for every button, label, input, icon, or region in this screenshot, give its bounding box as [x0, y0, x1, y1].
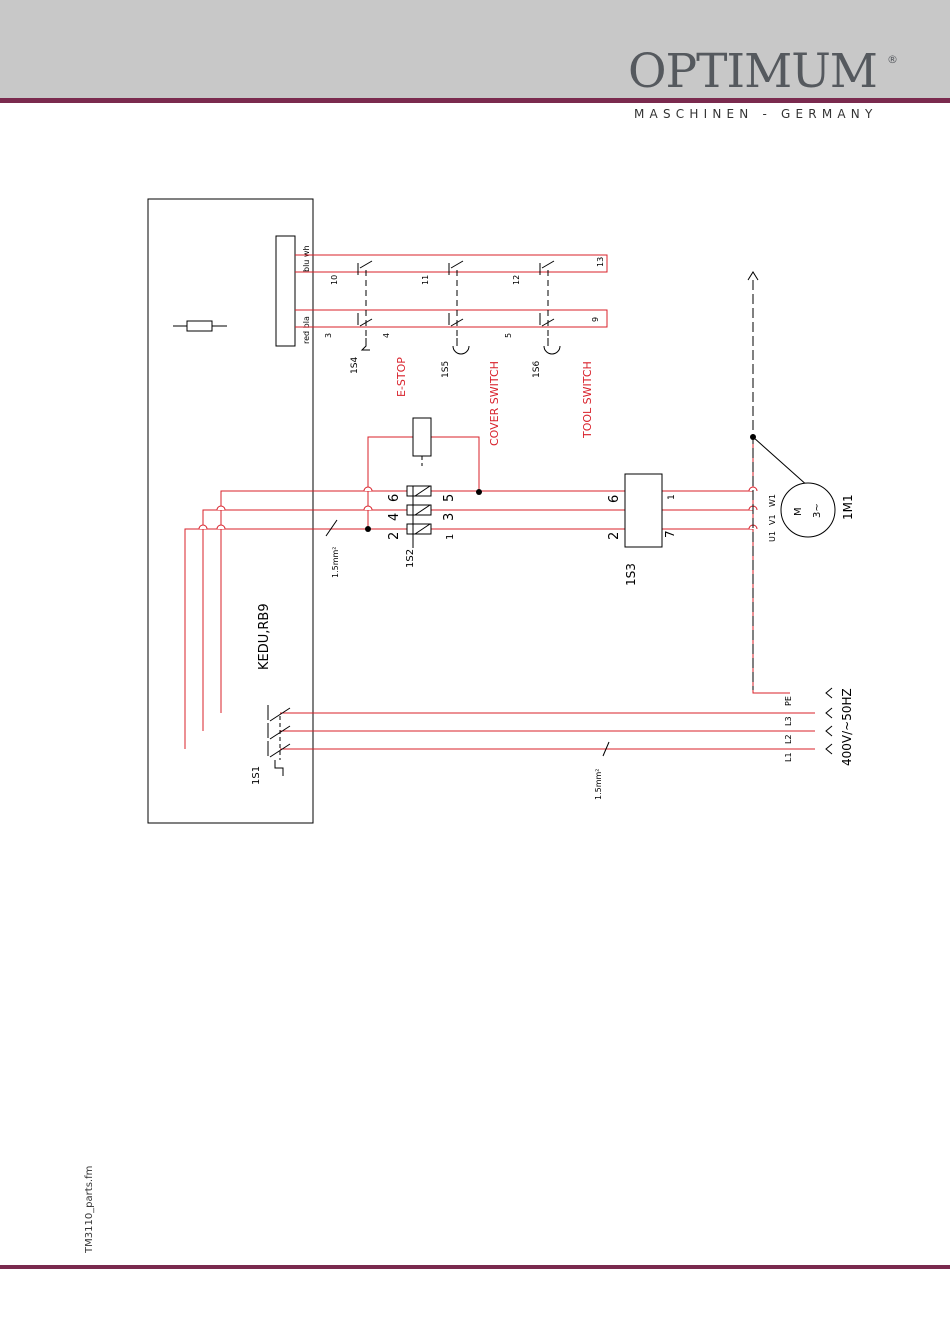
- s2-contact-6: 6: [387, 494, 402, 502]
- wire-gauge-tick: [326, 520, 337, 536]
- supply-l2: L2: [784, 734, 793, 744]
- terminal-4: 4: [382, 333, 391, 338]
- switch-id-1s1: 1S1: [251, 766, 262, 785]
- s2-contact-2: 2: [387, 532, 402, 540]
- label-tool-switch: TOOL SWITCH: [581, 361, 594, 439]
- switch-id-1s3: 1S3: [624, 563, 638, 586]
- terminal-strip-wire-right: blu wh: [302, 245, 311, 272]
- label-cover-switch: COVER SWITCH: [488, 361, 501, 446]
- footer-rule: [0, 1265, 950, 1269]
- s2-contact-1: 1: [445, 534, 456, 540]
- s3-contact-2: 2: [607, 532, 622, 540]
- safety-loop-wires: [295, 255, 607, 327]
- safety-switch-contacts: [358, 261, 560, 354]
- power-lines: [185, 437, 815, 749]
- terminal-12: 12: [512, 275, 521, 285]
- supply-terminals: [826, 688, 832, 754]
- file-name: TM3110_parts.fm: [84, 1166, 95, 1253]
- s2-contact-3: 3: [442, 513, 457, 521]
- wire-gauge-label-1: 1.5mm²: [331, 546, 340, 578]
- motor-terminal-w1: W1: [768, 494, 777, 507]
- fuse-symbol: [173, 321, 227, 331]
- main-switch-1s1: [268, 705, 290, 776]
- supply-l3: L3: [784, 716, 793, 726]
- contacts-1s2: [407, 486, 431, 548]
- terminal-strip: [276, 236, 295, 346]
- switch-id-1s6: 1S6: [532, 361, 542, 378]
- wire-gauge-label-2: 1.5mm²: [594, 768, 603, 800]
- supply-pe: PE: [784, 696, 793, 706]
- s3-contact-6: 6: [607, 495, 622, 503]
- s3-contact-7: 7: [663, 530, 677, 538]
- s2-contact-5: 5: [442, 494, 457, 502]
- terminal-9: 9: [591, 317, 600, 322]
- switch-id-1s2: 1S2: [405, 549, 416, 568]
- terminal-11: 11: [421, 275, 430, 285]
- terminal-strip-wire-left: red bla: [302, 316, 311, 344]
- terminal-5: 5: [504, 333, 513, 338]
- junction-dot: [476, 489, 482, 495]
- terminal-3: 3: [324, 333, 333, 338]
- switch-id-1s4: 1S4: [350, 357, 360, 374]
- label-estop: E-STOP: [395, 357, 408, 397]
- switch-id-1s5: 1S5: [441, 361, 451, 378]
- s3-contact-1: 1: [667, 494, 677, 500]
- supply-voltage-label: 400V/~50HZ: [840, 688, 854, 766]
- supply-l1: L1: [784, 752, 793, 762]
- motor-symbol-m: M: [793, 507, 804, 516]
- junction-dot: [365, 526, 371, 532]
- control-box-label: KEDU,RB9: [257, 603, 272, 670]
- switch-box-1s3: [625, 474, 662, 547]
- terminal-10: 10: [330, 275, 339, 285]
- s2-contact-4: 4: [387, 513, 402, 521]
- motor-1m1: [753, 437, 835, 537]
- terminal-13: 13: [596, 257, 605, 267]
- motor-terminal-u1: U1: [768, 531, 777, 542]
- motor-terminal-v1: V1: [768, 514, 777, 525]
- motor-id: 1M1: [841, 494, 855, 520]
- motor-symbol-phase: 3~: [812, 503, 823, 518]
